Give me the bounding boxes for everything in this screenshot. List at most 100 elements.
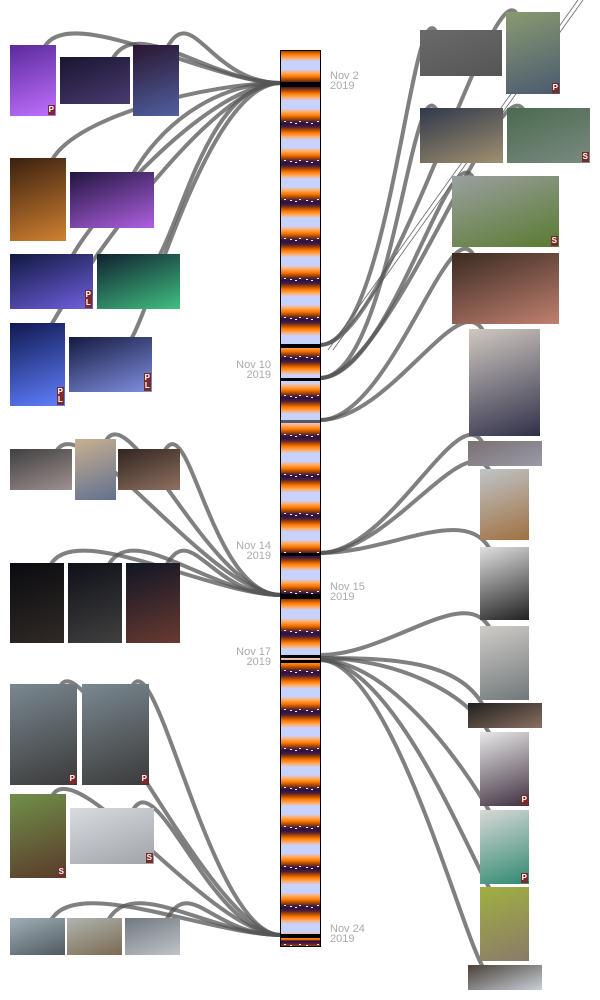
night-star-mark [306, 592, 308, 594]
night-star-mark [295, 671, 297, 673]
photo-connector-curve [162, 442, 282, 597]
night-star-mark [299, 591, 301, 593]
photo-connector-curve [319, 658, 492, 890]
night-star-mark [299, 630, 301, 632]
night-star-mark [299, 434, 301, 436]
photo-thumbnail[interactable] [126, 563, 180, 643]
photo-thumbnail[interactable] [480, 547, 529, 620]
night-star-mark [317, 277, 319, 279]
night-star-mark [290, 239, 292, 241]
photo-thumbnail[interactable]: P L [10, 254, 93, 309]
photo-connector-curve [165, 31, 282, 85]
photo-thumbnail[interactable] [68, 563, 122, 643]
night-star-mark [290, 513, 292, 515]
night-star-mark [317, 944, 319, 945]
photo-thumbnail[interactable] [480, 887, 529, 961]
photo-thumbnail[interactable]: P [480, 732, 529, 806]
photo-time-marker [281, 659, 320, 663]
photo-thumbnail[interactable]: P L [10, 323, 65, 406]
night-star-mark [311, 240, 313, 242]
photo-thumbnail[interactable]: P [82, 684, 149, 785]
photo-thumbnail[interactable] [10, 158, 66, 241]
photo-thumbnail[interactable] [468, 703, 542, 728]
night-star-mark [306, 239, 308, 241]
photo-time-marker [281, 81, 320, 87]
night-star-mark [317, 316, 319, 318]
photo-connector-curve [319, 246, 476, 422]
night-star-mark [284, 473, 286, 475]
night-star-mark [311, 789, 313, 791]
night-star-mark [299, 316, 301, 318]
photo-thumbnail[interactable]: P [10, 684, 77, 785]
night-star-mark [295, 632, 297, 634]
photo-thumbnail[interactable] [10, 449, 72, 490]
night-star-mark [306, 357, 308, 358]
photo-thumbnail[interactable] [133, 45, 179, 116]
night-star-mark [311, 906, 313, 908]
night-star-mark [284, 865, 286, 867]
night-star-mark [284, 944, 286, 945]
night-star-mark [299, 748, 301, 749]
night-star-mark [317, 708, 319, 710]
night-star-mark [295, 436, 297, 438]
night-star-mark [284, 826, 286, 828]
night-star-mark [290, 396, 292, 398]
photo-thumbnail[interactable] [60, 57, 130, 104]
night-star-mark [299, 356, 301, 357]
night-star-mark [311, 162, 313, 163]
photo-thumbnail[interactable] [469, 329, 540, 436]
photo-thumbnail[interactable]: P [506, 12, 560, 94]
photo-thumbnail[interactable] [97, 254, 180, 309]
night-star-mark [306, 435, 308, 437]
photo-badge: P L [143, 373, 151, 391]
photo-thumbnail[interactable]: P [480, 810, 529, 884]
night-star-mark [317, 748, 319, 749]
night-star-mark [290, 749, 292, 750]
photo-time-marker [281, 934, 320, 938]
night-star-mark [299, 865, 301, 867]
night-star-mark [284, 512, 286, 514]
photo-time-marker [281, 377, 320, 381]
photo-thumbnail[interactable] [118, 449, 180, 490]
photo-connector-curve [131, 81, 282, 175]
photo-thumbnail[interactable] [468, 965, 542, 990]
photo-thumbnail[interactable] [420, 30, 502, 76]
photo-thumbnail[interactable] [67, 918, 122, 955]
photo-thumbnail[interactable] [452, 253, 559, 324]
photo-connector-curve [319, 432, 485, 555]
photo-thumbnail[interactable]: P L [69, 337, 152, 392]
photo-thumbnail[interactable] [75, 439, 116, 500]
photo-badge: P [140, 774, 148, 784]
night-star-mark [290, 121, 292, 123]
night-star-mark [317, 199, 319, 201]
photo-thumbnail[interactable] [10, 563, 64, 643]
night-star-mark [284, 748, 286, 749]
night-star-mark [295, 358, 297, 359]
night-star-mark [290, 435, 292, 437]
photo-thumbnail[interactable]: S [507, 108, 590, 163]
photo-thumbnail[interactable] [70, 172, 154, 228]
night-star-mark [306, 905, 308, 907]
night-star-mark [311, 750, 313, 751]
photo-thumbnail[interactable] [420, 108, 503, 163]
timeline-bar[interactable] [280, 50, 321, 947]
photo-thumbnail[interactable] [125, 918, 180, 955]
night-star-mark [290, 278, 292, 280]
night-star-mark [295, 867, 297, 869]
night-star-mark [295, 750, 297, 751]
photo-thumbnail[interactable]: P [10, 45, 56, 116]
photo-thumbnail[interactable] [468, 441, 542, 466]
night-star-mark [284, 238, 286, 240]
night-star-mark [290, 670, 292, 672]
photo-thumbnail[interactable] [10, 918, 65, 955]
night-star-mark [317, 160, 319, 161]
photo-thumbnail[interactable] [480, 469, 529, 540]
photo-thumbnail[interactable]: S [70, 808, 154, 864]
photo-time-marker [281, 344, 320, 348]
photo-thumbnail[interactable] [480, 626, 529, 700]
photo-thumbnail[interactable]: S [10, 794, 66, 878]
photo-thumbnail[interactable]: S [452, 176, 559, 247]
